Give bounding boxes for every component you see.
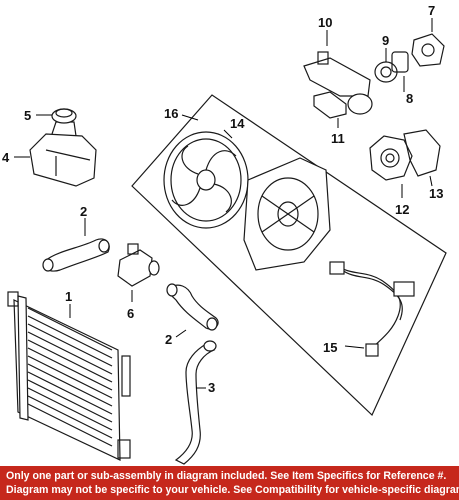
- disclaimer-banner: Only one part or sub-assembly in diagram…: [0, 466, 459, 500]
- wiring-harness: [329, 261, 415, 357]
- callout-4: 4: [2, 150, 10, 165]
- housing-gasket: [313, 91, 347, 119]
- callout-1: 1: [65, 289, 72, 304]
- water-pump: [369, 135, 413, 181]
- callout-2-lower: 2: [165, 332, 172, 347]
- callout-12: 12: [395, 202, 409, 217]
- callout-13: 13: [429, 186, 443, 201]
- radiator: [7, 291, 131, 461]
- callout-8: 8: [406, 91, 413, 106]
- callout-2-upper: 2: [80, 204, 87, 219]
- disclaimer-line-2: Diagram may not be specific to your vehi…: [6, 484, 459, 496]
- upper-hose: [42, 238, 110, 272]
- radiator-hose: [174, 340, 217, 465]
- callout-6: 6: [127, 306, 134, 321]
- parts-diagram: 1 2 2 3 4 5 6: [2, 3, 447, 465]
- callout-3: 3: [208, 380, 215, 395]
- water-outlet: [411, 33, 445, 67]
- coolant-valve: [117, 243, 160, 287]
- callout-7: 7: [428, 3, 435, 18]
- callout-5: 5: [24, 108, 31, 123]
- callout-15: 15: [323, 340, 337, 355]
- callout-10: 10: [318, 15, 332, 30]
- callout-16: 16: [164, 106, 178, 121]
- callout-11: 11: [331, 131, 345, 146]
- coolant-reservoir: [29, 121, 97, 187]
- cooling-fan: [163, 131, 249, 229]
- thermostat-housing: [303, 51, 373, 115]
- thermostat-seal: [391, 51, 409, 73]
- lower-hose: [166, 283, 219, 331]
- fan-assembly-group-outline: [131, 94, 447, 417]
- callout-9: 9: [382, 33, 389, 48]
- reservoir-cap: [51, 108, 77, 124]
- disclaimer-line-1: Only one part or sub-assembly in diagram…: [6, 470, 447, 482]
- fan-shroud: [243, 157, 331, 271]
- callout-14: 14: [230, 116, 245, 131]
- pump-gasket: [403, 129, 441, 177]
